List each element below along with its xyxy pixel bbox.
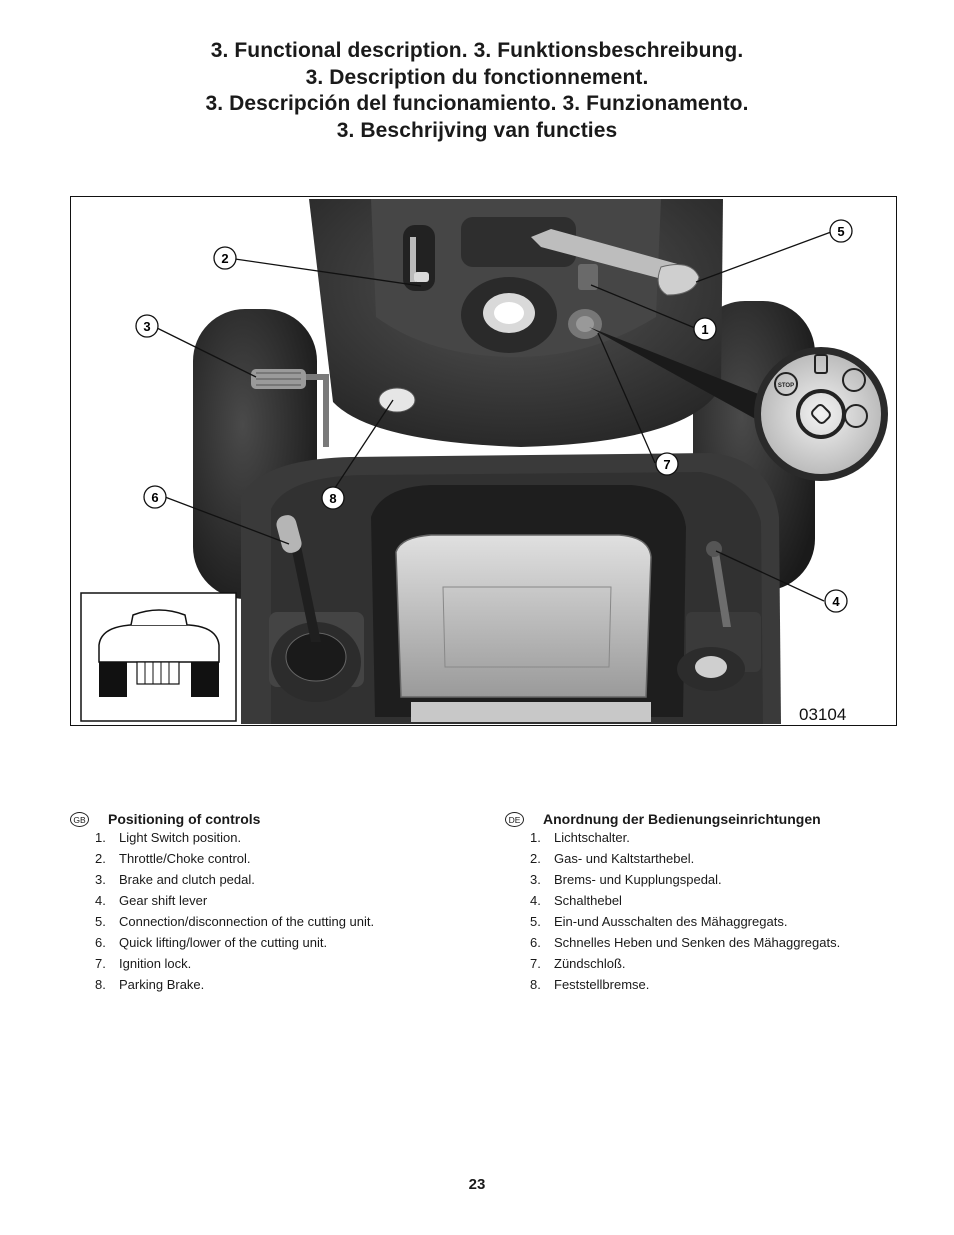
item-number: 3.: [530, 872, 541, 887]
callout-3: 3: [135, 314, 159, 338]
callout-number: 4: [832, 594, 840, 609]
callout-number: 3: [143, 319, 150, 334]
item-text: Zündschloß.: [554, 956, 626, 971]
item-text: Lichtschalter.: [554, 830, 630, 845]
controls-list: 1. Light Switch position. 2. Throttle/Chok…: [70, 829, 470, 997]
callout-6: 6: [143, 485, 167, 509]
item-number: 6.: [95, 935, 106, 950]
list-item: 2. Throttle/Choke control.: [70, 850, 470, 871]
throttle-slot-icon: [403, 225, 435, 291]
tractor-thumbnail-inset: [80, 592, 237, 722]
ignition-key-icon: [568, 309, 602, 339]
title-line: 3. Descripción del funcionamiento. 3. Fu…: [205, 92, 749, 115]
section-heading: Anordnung der Bedienungseinrichtungen: [543, 811, 821, 827]
item-text: Quick lifting/lower of the cutting unit.: [119, 935, 328, 950]
callout-number: 5: [837, 224, 844, 239]
callout-1: 1: [693, 317, 717, 341]
item-number: 8.: [530, 977, 541, 992]
callout-number: 1: [701, 322, 708, 337]
section-header: GB Positioning of controls: [70, 810, 470, 828]
list-item: 3. Brake and clutch pedal.: [70, 871, 470, 892]
lift-lever-icon: [276, 515, 321, 642]
item-number: 7.: [530, 956, 541, 971]
page-number: 23: [468, 1176, 486, 1193]
item-number: 1.: [95, 830, 106, 845]
callout-number: 2: [221, 251, 228, 266]
tractor-controls-illustration: STOP: [80, 199, 888, 724]
item-text: Brems- und Kupplungspedal.: [554, 872, 722, 887]
item-number: 1.: [530, 830, 541, 845]
item-number: 3.: [95, 872, 106, 887]
section-heading: Positioning of controls: [108, 811, 261, 827]
list-item: 4. Schalthebel: [505, 892, 905, 913]
item-number: 6.: [530, 935, 541, 950]
title-line: 3. Beschrijving van functies: [336, 118, 618, 142]
item-text: Schnelles Heben und Senken des Mähaggreg…: [554, 935, 841, 950]
item-text: Throttle/Choke control.: [119, 851, 251, 866]
item-text: Brake and clutch pedal.: [119, 872, 255, 887]
figure-code: 03104: [799, 705, 846, 724]
item-number: 2.: [95, 851, 106, 866]
parking-brake-knob-icon: [378, 387, 416, 413]
item-text: Gas- und Kaltstarthebel.: [554, 851, 695, 866]
item-number: 5.: [95, 914, 106, 929]
item-text: Ein-und Ausschalten des Mähaggregats.: [554, 914, 788, 929]
list-item: 3. Brems- und Kupplungspedal.: [505, 871, 905, 892]
callout-number: 6: [151, 490, 158, 505]
list-item: 2. Gas- und Kaltstarthebel.: [505, 850, 905, 871]
cutting-unit-lever-icon: [531, 229, 700, 296]
list-item: 6. Schnelles Heben und Senken des Mähaggr…: [505, 934, 905, 955]
seat: [371, 485, 686, 722]
callout-2: 2: [213, 246, 237, 270]
callout-7: 7: [655, 452, 679, 476]
callout-4: 4: [824, 589, 848, 613]
item-text: Parking Brake.: [119, 977, 205, 992]
cup-holder-left: [269, 612, 364, 702]
item-text: Ignition lock.: [119, 956, 192, 971]
item-text: Light Switch position.: [119, 830, 242, 845]
list-item: 7. Ignition lock.: [70, 955, 470, 976]
item-number: 7.: [95, 956, 106, 971]
list-item: 1. Light Switch position.: [70, 829, 470, 850]
section-de: DE Anordnung der Bedienungseinrichtungen…: [505, 810, 905, 997]
light-switch-icon: [578, 264, 598, 290]
section-header: DE Anordnung der Bedienungseinrichtungen: [505, 810, 905, 828]
ignition-switch-inset: STOP: [589, 327, 888, 481]
item-text: Schalthebel: [554, 893, 622, 908]
language-badge: DE: [505, 811, 524, 827]
dashboard: [309, 199, 723, 447]
list-item: 5. Ein-und Ausschalten des Mähaggregats.: [505, 913, 905, 934]
controls-figure: STOP: [70, 196, 897, 726]
item-text: Feststellbremse.: [554, 977, 650, 992]
callout-8: 8: [321, 486, 345, 510]
callouts: 1 2 3 4 5 6 7: [135, 219, 853, 613]
callout-number: 8: [329, 491, 336, 506]
item-number: 4.: [95, 893, 106, 908]
section-gb: GB Positioning of controls 1. Light Switc…: [70, 810, 470, 997]
title-line: 3. Functional description. 3. Funktionsb…: [210, 39, 744, 62]
list-item: 5. Connection/disconnection of the cuttin…: [70, 913, 470, 934]
item-number: 4.: [530, 893, 541, 908]
controls-list: 1. Lichtschalter. 2. Gas- und Kaltstartheb…: [505, 829, 905, 997]
list-item: 1. Lichtschalter.: [505, 829, 905, 850]
list-item: 8. Parking Brake.: [70, 976, 470, 997]
item-number: 8.: [95, 977, 106, 992]
callout-number: 7: [663, 457, 670, 472]
language-badge: GB: [70, 811, 89, 827]
list-item: 8. Feststellbremse.: [505, 976, 905, 997]
list-item: 7. Zündschloß.: [505, 955, 905, 976]
list-item: 4. Gear shift lever: [70, 892, 470, 913]
title-line: 3. Description du fonctionnement.: [305, 65, 649, 89]
item-number: 5.: [530, 914, 541, 929]
item-text: Connection/disconnection of the cutting …: [119, 914, 375, 929]
item-text: Gear shift lever: [119, 893, 208, 908]
item-number: 2.: [530, 851, 541, 866]
callout-5: 5: [829, 219, 853, 243]
gear-shift-area: [677, 541, 761, 691]
page-title: 3. Functional description. 3. Funktionsb…: [0, 38, 954, 144]
list-item: 6. Quick lifting/lower of the cutting uni…: [70, 934, 470, 955]
brake-pedal-icon: [251, 369, 329, 447]
callout-leader-lines: [156, 231, 832, 602]
stop-label: STOP: [778, 383, 794, 389]
